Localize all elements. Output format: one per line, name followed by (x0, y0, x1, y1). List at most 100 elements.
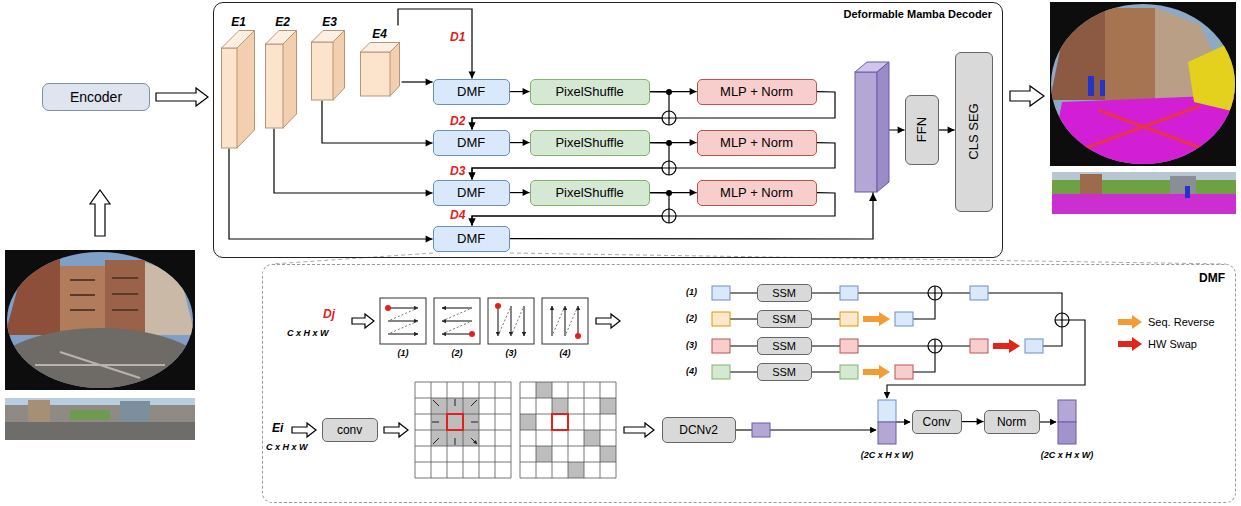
ssm-wire (887, 320, 1085, 398)
feature-square (840, 339, 858, 353)
box-label: PixelShuffle (555, 135, 623, 150)
connector (939, 127, 955, 134)
scan-pattern (380, 298, 588, 344)
conv-box: Conv (912, 410, 962, 434)
input-panorama-image (70, 410, 110, 420)
arrowhead (690, 88, 697, 95)
connector (510, 127, 905, 240)
scan-pattern (523, 306, 524, 336)
scan-number: (4) (686, 366, 697, 377)
reverse-arrow (863, 312, 1142, 379)
output-panorama-segmentation (1052, 194, 1236, 214)
arrowhead (469, 219, 476, 226)
box-label: PixelShuffle (555, 84, 623, 99)
feature-square (970, 339, 988, 353)
connector-line (229, 149, 433, 239)
ssm-wire (736, 429, 752, 430)
concat-feature (855, 72, 877, 192)
arrowhead (898, 127, 905, 134)
box-label: SSM (772, 366, 796, 378)
box-label: DMF (457, 84, 485, 99)
scan-pattern (388, 307, 418, 308)
feature-square (752, 423, 770, 437)
box-label: MLP + Norm (720, 135, 793, 150)
feature-cuboid (360, 52, 390, 96)
concat-feature (855, 62, 889, 201)
connector (274, 129, 433, 197)
box-label: PixelShuffle (555, 185, 623, 200)
ffn-box: FFN (905, 95, 939, 165)
box-label: FFN (914, 117, 929, 142)
decoder-input-label: D1 (450, 30, 465, 44)
output-panorama-segmentation (1052, 180, 1236, 194)
feature-cuboid (221, 48, 237, 148)
feature-cuboid (311, 42, 333, 100)
scan-number: (1) (686, 287, 697, 298)
connector-line (322, 101, 433, 143)
connector (962, 418, 984, 425)
hollow-arrow (596, 314, 620, 328)
encoder-input-label: Ei (272, 421, 283, 435)
feature-square (970, 286, 988, 300)
decoder-input-label: Dj (323, 307, 335, 321)
input-panorama-image (28, 400, 50, 422)
decoder-input-label: D4 (450, 208, 465, 222)
output-segmentation (1088, 76, 1094, 96)
output-segmentation (1050, 2, 1236, 166)
dmf-block: DMF (433, 226, 510, 252)
feature-square (1058, 422, 1076, 444)
connector (398, 9, 476, 79)
box-label: SSM (772, 313, 796, 325)
offset-grid (568, 462, 584, 478)
mlp-norm-box: MLP + Norm (697, 180, 817, 206)
connector (510, 88, 530, 95)
feature-square (895, 312, 913, 326)
output-segmentation (1050, 2, 1236, 166)
scan-pattern (388, 333, 418, 334)
input-fisheye-image (70, 278, 138, 310)
hollow-arrow (352, 314, 374, 328)
feature-label: E1 (219, 14, 259, 30)
box-label: DCNv2 (679, 423, 718, 437)
scan-pattern (575, 333, 581, 339)
feature-square (895, 365, 913, 379)
pixelshuffle-box: PixelShuffle (530, 180, 650, 206)
box-label: Norm (997, 415, 1026, 429)
scan-pattern (434, 298, 480, 344)
connector-line (398, 9, 472, 79)
output-segmentation (1050, 95, 1236, 166)
input-panorama-image (5, 422, 195, 440)
arrowhead (690, 139, 697, 146)
panel-title: DMF (1199, 271, 1225, 285)
box-label: MLP + Norm (720, 185, 793, 200)
input-panorama-image (5, 398, 195, 440)
legend-text: HW Swap (1148, 337, 1197, 351)
scan-pattern (510, 306, 511, 336)
concat-feature (869, 193, 877, 201)
ssm-wire (1040, 421, 1056, 422)
output-segmentation (1050, 2, 1236, 166)
feature-square (878, 400, 896, 422)
hollow-arrow (156, 88, 208, 106)
feature-square (840, 286, 858, 300)
sum-node (666, 140, 672, 146)
scan-pattern (380, 298, 588, 344)
arrowhead (426, 79, 433, 86)
offset-grid (415, 382, 511, 478)
hollow-arrow (384, 423, 408, 437)
decoder-input-label: D3 (450, 164, 465, 178)
norm-box: Norm (984, 410, 1040, 434)
arrowhead (523, 189, 530, 196)
output-panorama-segmentation (1080, 174, 1102, 194)
scan-number: (3) (506, 348, 517, 359)
ssm-box: SSM (757, 337, 812, 355)
scan-pattern (551, 306, 552, 336)
offset-grid (520, 382, 616, 478)
arrowhead (948, 127, 955, 134)
offset-grid (536, 382, 552, 398)
box-label: DMF (457, 185, 485, 200)
feature-square (1058, 400, 1076, 422)
pixelshuffle-box: PixelShuffle (530, 79, 650, 105)
arrowhead (469, 123, 476, 130)
